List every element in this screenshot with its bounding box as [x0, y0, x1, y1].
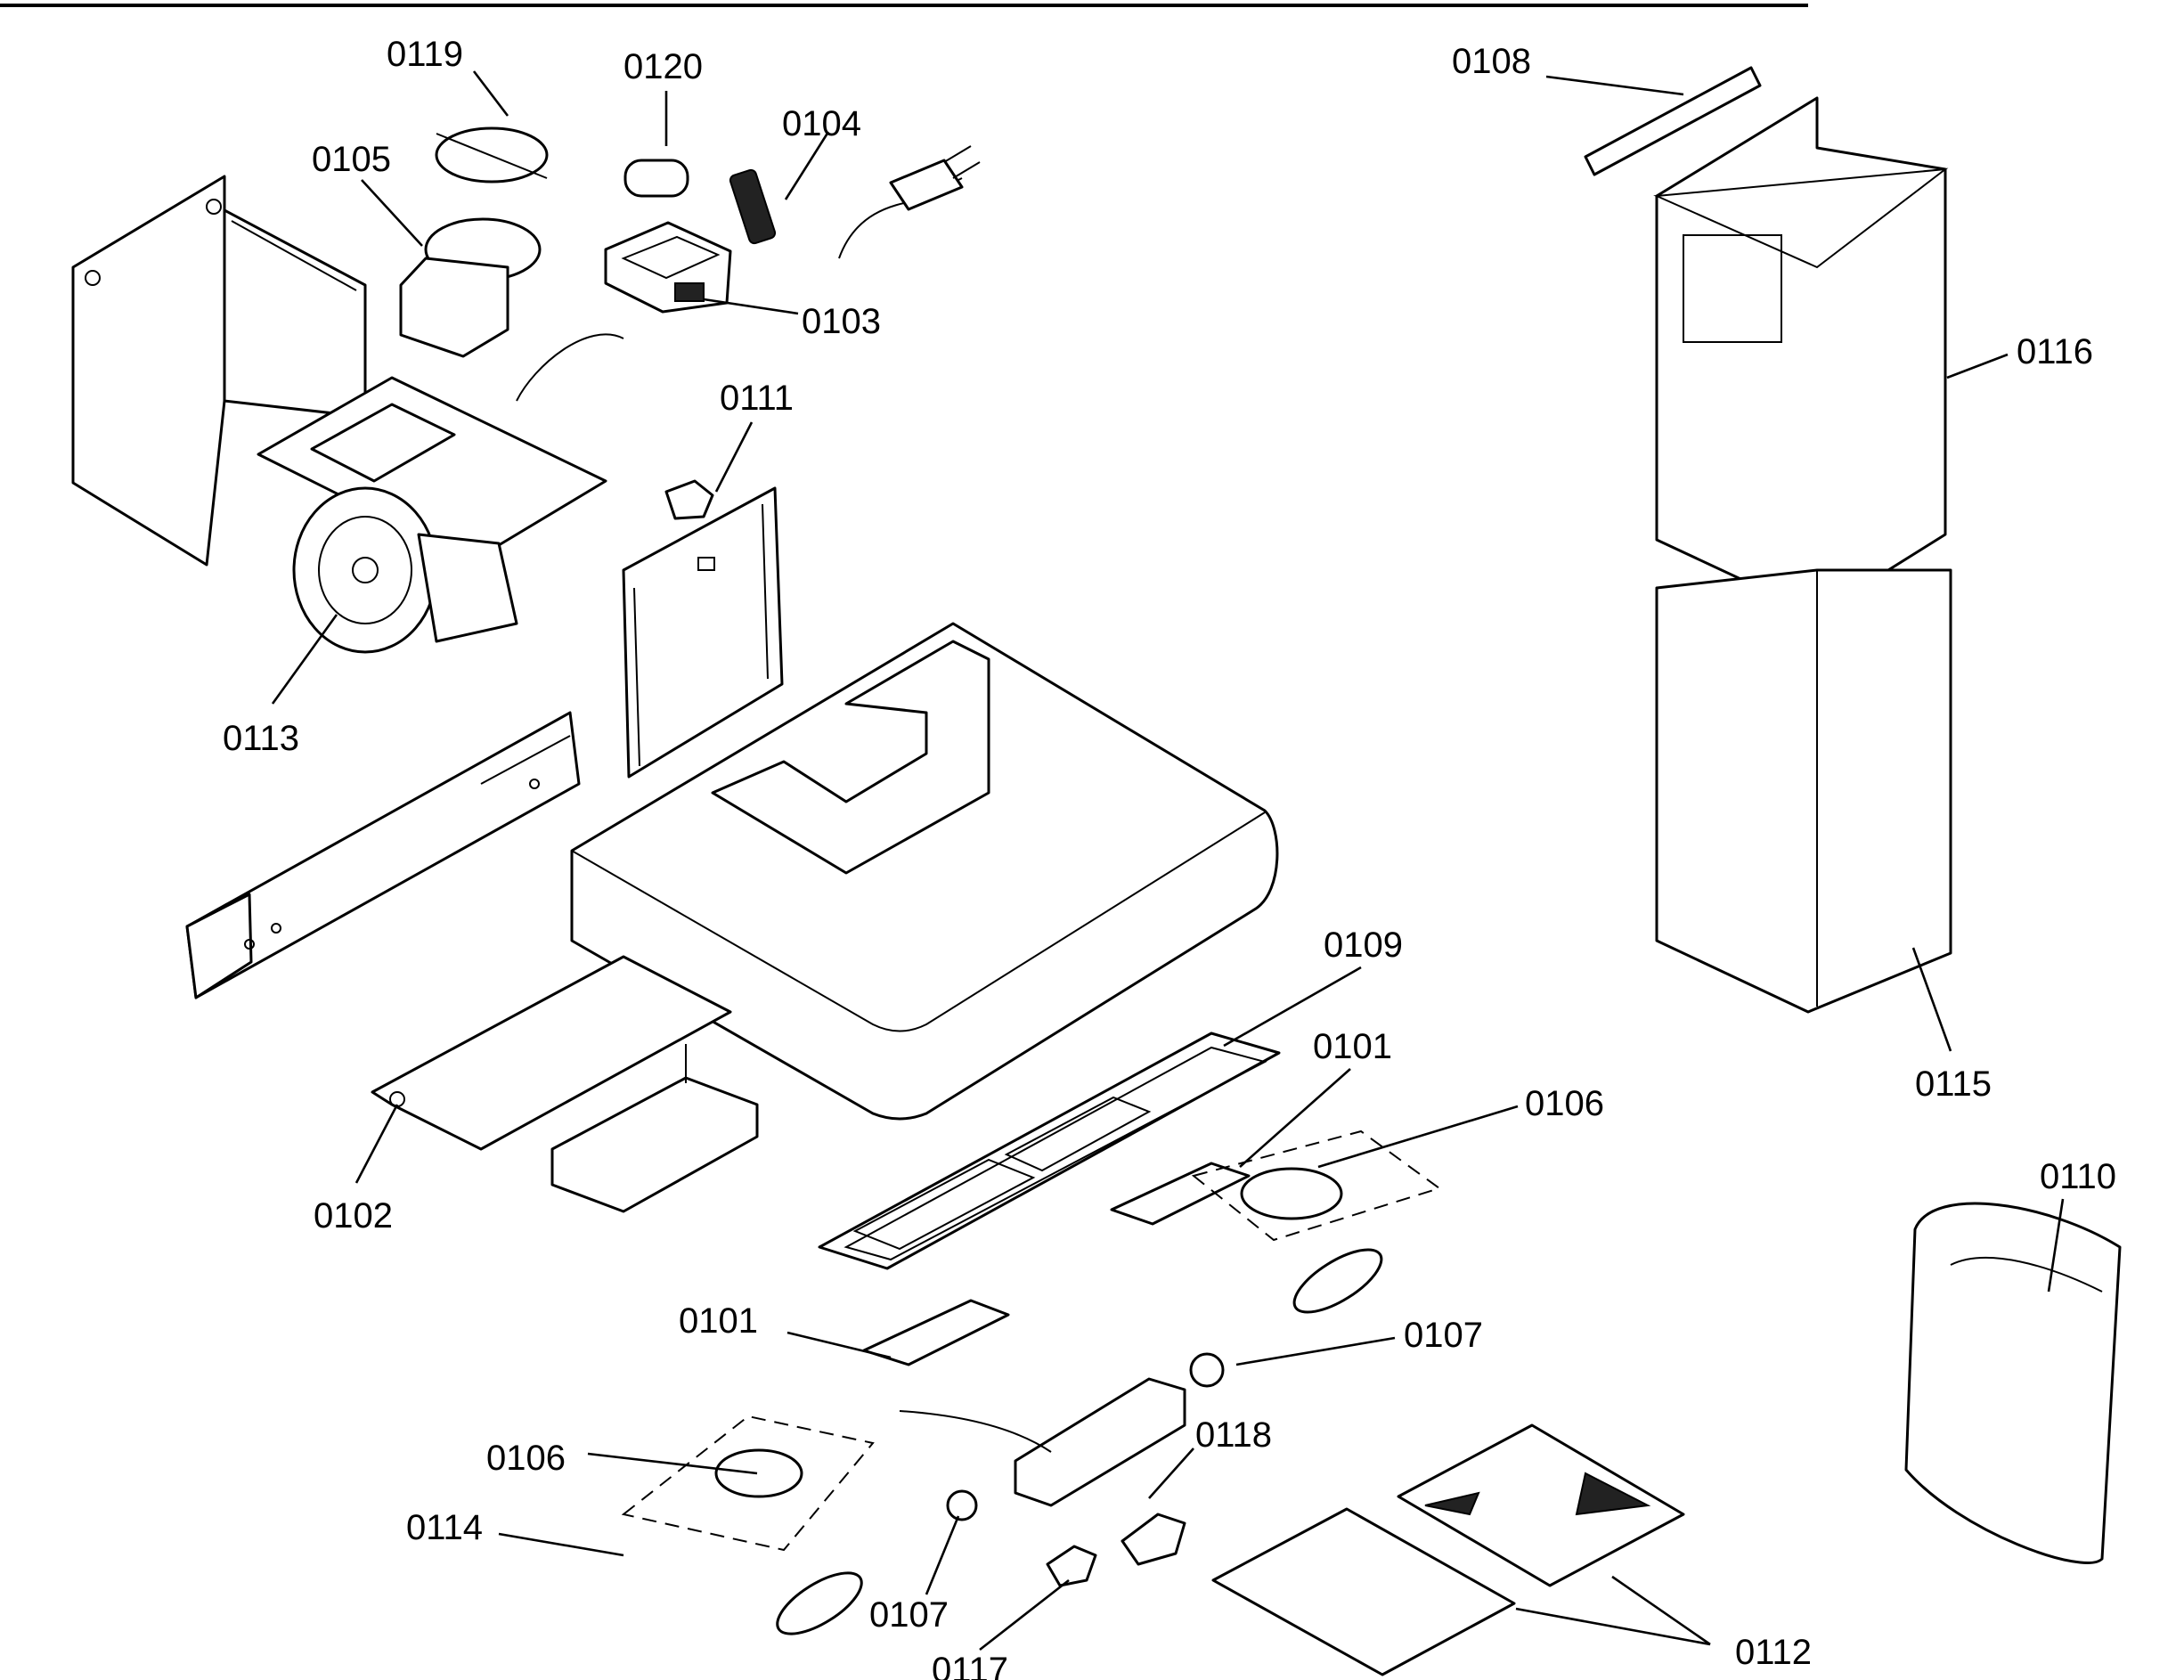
label-0118: 0118	[1195, 1415, 1272, 1455]
light-socket-part	[621, 1130, 1442, 1552]
support-bracket-part	[1584, 66, 1762, 176]
label-0108: 0108	[1452, 42, 1531, 81]
label-0106a: 0106	[1525, 1084, 1604, 1123]
label-0107a: 0107	[1404, 1316, 1483, 1355]
label-0107b: 0107	[869, 1595, 949, 1635]
label-0112: 0112	[1735, 1633, 1812, 1672]
label-0109: 0109	[1324, 926, 1403, 965]
chimney-lower-part	[1655, 568, 1952, 1014]
label-0117: 0117	[932, 1651, 1008, 1680]
label-0114: 0114	[406, 1508, 483, 1547]
bulb-part	[776, 1248, 1383, 1635]
mounting-bracket-part	[185, 711, 581, 999]
light-bracket-part	[550, 1044, 759, 1213]
blower-assembly-part	[257, 333, 624, 654]
power-cord-part	[838, 145, 981, 259]
label-0101b: 0101	[679, 1301, 758, 1341]
filter-frame-part	[818, 1032, 1281, 1270]
grease-filter-part	[1211, 1423, 1685, 1676]
label-0115: 0115	[1915, 1064, 1992, 1104]
label-0113: 0113	[223, 719, 299, 758]
capacitor-part	[623, 159, 689, 198]
label-0119: 0119	[387, 35, 463, 74]
label-0104: 0104	[782, 104, 861, 143]
label-0105: 0105	[312, 140, 391, 179]
side-panel-part	[71, 175, 367, 567]
hardware-bag-part	[1904, 1202, 2122, 1564]
label-0102: 0102	[314, 1196, 393, 1236]
label-0106b: 0106	[486, 1439, 566, 1478]
light-lens-part	[862, 1162, 1251, 1366]
label-0101a: 0101	[1313, 1027, 1392, 1066]
transformer-part	[899, 1352, 1225, 1521]
light-clip-part	[1046, 1513, 1186, 1587]
control-box-part	[604, 221, 732, 314]
chimney-upper-part	[1653, 96, 1949, 616]
lower-plate-part	[371, 955, 732, 1151]
clip-part	[664, 479, 714, 520]
label-0116: 0116	[2017, 332, 2093, 371]
divider-panel-part	[622, 486, 784, 779]
label-0110: 0110	[2040, 1157, 2116, 1196]
duct-collar-part	[399, 217, 542, 358]
label-0120: 0120	[623, 47, 703, 86]
label-0111: 0111	[720, 379, 794, 418]
label-0103: 0103	[802, 302, 881, 341]
callout-labels: 0119 0120 0104 0105 0103 0111 0113 0102 …	[223, 35, 2116, 1680]
damper-part	[435, 126, 549, 183]
hood-canopy-part	[570, 622, 1279, 1121]
switch-part	[729, 168, 777, 245]
